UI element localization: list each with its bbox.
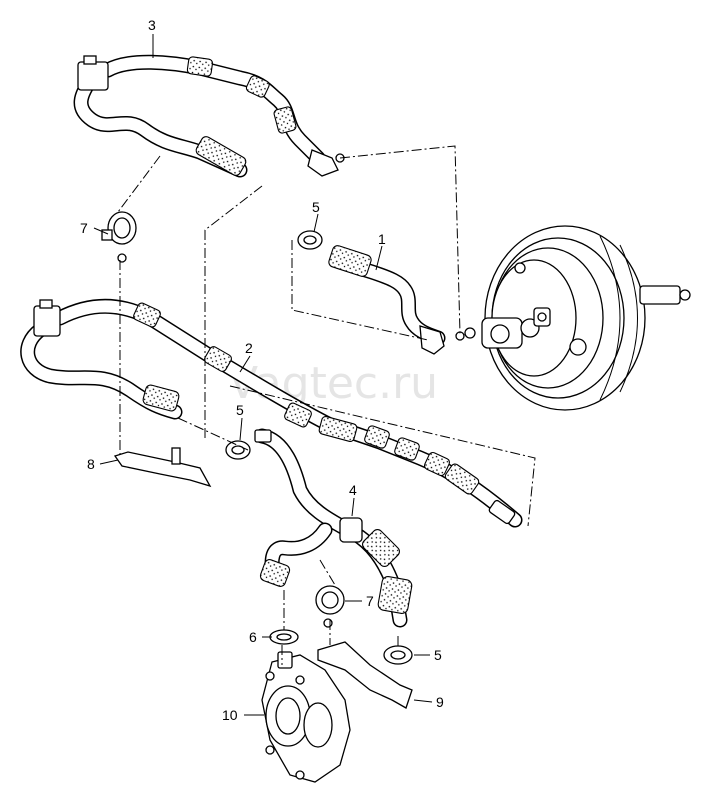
- callout-1: 1: [378, 231, 386, 247]
- mounting-bracket-9: [317, 641, 413, 709]
- callout-2: 2: [245, 340, 253, 356]
- mounting-bracket-8: [113, 447, 212, 488]
- callout-5-middle: 5: [236, 402, 244, 418]
- callout-5-top: 5: [312, 199, 320, 215]
- hose-clamp-7-top: [101, 211, 137, 263]
- vacuum-hose-4: [254, 428, 413, 628]
- hose-clamp-7-lower: [315, 585, 345, 628]
- callout-5-lower: 5: [434, 647, 442, 663]
- vacuum-hose-3: [73, 54, 345, 178]
- callout-8: 8: [87, 456, 95, 472]
- callout-7-lower: 7: [366, 593, 374, 609]
- vacuum-hose-2: [20, 298, 523, 528]
- callout-labels: 3 1 5 7 2 5 8 4 7 6 5 9 10: [80, 17, 444, 723]
- callout-4: 4: [349, 482, 357, 498]
- hose-clamp-5-lower: [383, 645, 413, 665]
- callout-7-top: 7: [80, 220, 88, 236]
- hose-clamp-5-middle: [225, 440, 251, 460]
- booster-check-valve: [464, 307, 551, 349]
- assembly-lines: [117, 145, 536, 665]
- callout-6: 6: [249, 629, 257, 645]
- callout-9: 9: [436, 694, 444, 710]
- callout-leaders: [93, 34, 433, 716]
- callout-10: 10: [222, 707, 238, 723]
- hose-clamp-6: [269, 629, 299, 645]
- vacuum-hose-1: [328, 245, 465, 355]
- callout-3: 3: [148, 17, 156, 33]
- brake-booster: [464, 225, 691, 411]
- vacuum-pump: [261, 651, 351, 783]
- hose-clamp-5-top: [297, 230, 323, 250]
